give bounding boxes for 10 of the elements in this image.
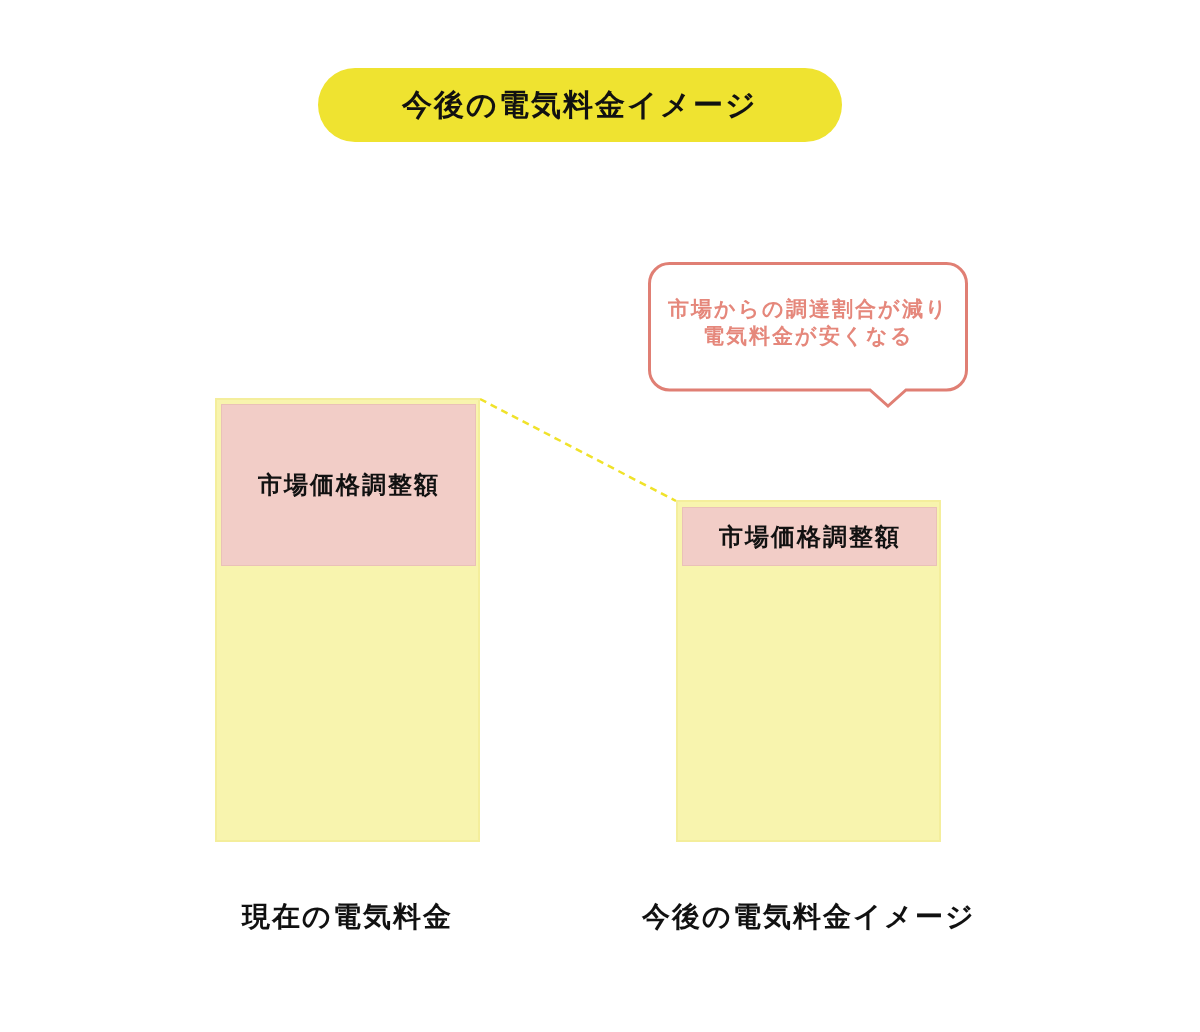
price-bar	[215, 398, 480, 842]
adjustment-segment: 市場価格調整額	[221, 404, 476, 566]
bar-caption: 今後の電気料金イメージ	[641, 899, 976, 935]
price-bar	[676, 500, 941, 842]
speech-bubble	[648, 262, 968, 408]
dashed-guide-line	[479, 397, 677, 503]
bubble-text: 市場からの調達割合が減り電気料金が安くなる	[666, 296, 950, 350]
bar-caption: 現在の電気料金	[242, 899, 453, 935]
title-banner: 今後の電気料金イメージ	[318, 68, 842, 142]
adjustment-segment: 市場価格調整額	[682, 507, 937, 566]
